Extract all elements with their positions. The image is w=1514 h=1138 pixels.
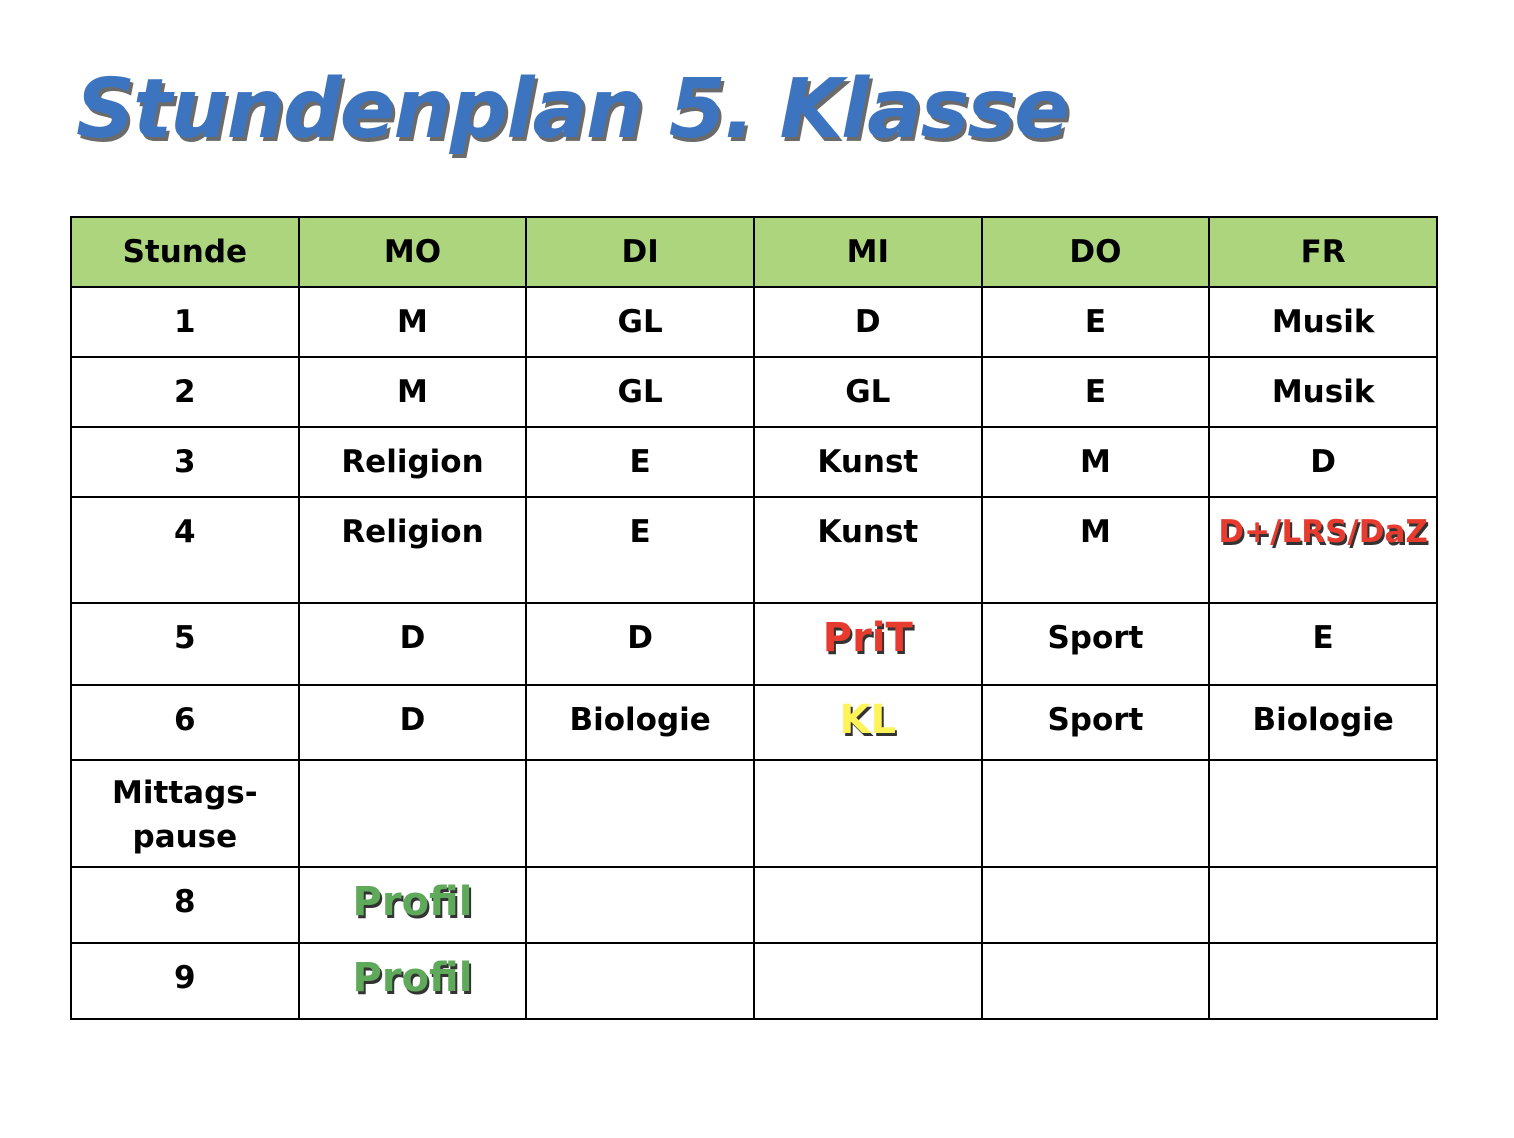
period-cell: 1 <box>70 286 300 358</box>
lesson-cell <box>297 759 528 868</box>
lesson-cell <box>1208 942 1438 1020</box>
header-cell: DO <box>980 216 1211 288</box>
lesson-cell: Musik <box>1208 356 1438 428</box>
lesson-cell: M <box>297 356 528 428</box>
lesson-cell <box>525 866 755 944</box>
lesson-cell <box>752 759 983 868</box>
lesson-cell: Sport <box>980 684 1211 761</box>
table-row: Mittags-pause <box>70 759 1438 868</box>
lesson-cell: E <box>525 426 755 498</box>
lesson-cell: M <box>980 426 1211 498</box>
lesson-cell: GL <box>752 356 983 428</box>
header-cell: FR <box>1208 216 1438 288</box>
lesson-cell <box>980 942 1211 1020</box>
lesson-cell: D <box>525 602 755 686</box>
lesson-cell <box>525 942 755 1020</box>
period-cell: 2 <box>70 356 300 428</box>
header-cell: MI <box>752 216 983 288</box>
lesson-cell: Musik <box>1208 286 1438 358</box>
lesson-cell <box>980 759 1211 868</box>
period-cell: 4 <box>70 496 300 604</box>
lesson-cell: Kunst <box>752 496 983 604</box>
lesson-cell: Profil <box>297 866 528 944</box>
lesson-cell: Religion <box>297 496 528 604</box>
lesson-cell: D <box>1208 426 1438 498</box>
header-cell: Stunde <box>70 216 300 288</box>
lesson-cell: M <box>297 286 528 358</box>
lesson-cell: D+/LRS/DaZ <box>1208 496 1438 604</box>
period-cell: 3 <box>70 426 300 498</box>
lesson-cell: E <box>1208 602 1438 686</box>
period-cell: 5 <box>70 602 300 686</box>
header-cell: DI <box>525 216 755 288</box>
page-title: Stundenplan 5. Klasse <box>76 62 1070 157</box>
period-cell: 6 <box>70 684 300 761</box>
lesson-cell: M <box>980 496 1211 604</box>
lesson-cell: GL <box>525 356 755 428</box>
lesson-cell: Biologie <box>525 684 755 761</box>
lesson-cell <box>980 866 1211 944</box>
period-cell: 9 <box>70 942 300 1020</box>
lesson-cell: Sport <box>980 602 1211 686</box>
lesson-cell <box>1208 759 1438 868</box>
lesson-cell: E <box>980 286 1211 358</box>
lesson-cell: D <box>297 602 528 686</box>
lesson-cell: Biologie <box>1208 684 1438 761</box>
lesson-cell: D <box>297 684 528 761</box>
header-row: Stunde MO DI MI DO FR <box>70 216 1438 288</box>
lesson-cell <box>752 942 983 1020</box>
lesson-cell: KL <box>752 684 983 761</box>
lesson-cell: GL <box>525 286 755 358</box>
lesson-cell <box>1208 866 1438 944</box>
lesson-cell: Profil <box>297 942 528 1020</box>
lesson-cell <box>525 759 755 868</box>
lesson-cell: D <box>752 286 983 358</box>
period-cell: 8 <box>70 866 300 944</box>
lesson-cell: PriT <box>752 602 983 686</box>
header-cell: MO <box>297 216 528 288</box>
lesson-cell: E <box>980 356 1211 428</box>
period-cell: Mittags-pause <box>70 759 300 868</box>
lesson-cell: E <box>525 496 755 604</box>
lesson-cell: Kunst <box>752 426 983 498</box>
lesson-cell <box>752 866 983 944</box>
lesson-cell: Religion <box>297 426 528 498</box>
